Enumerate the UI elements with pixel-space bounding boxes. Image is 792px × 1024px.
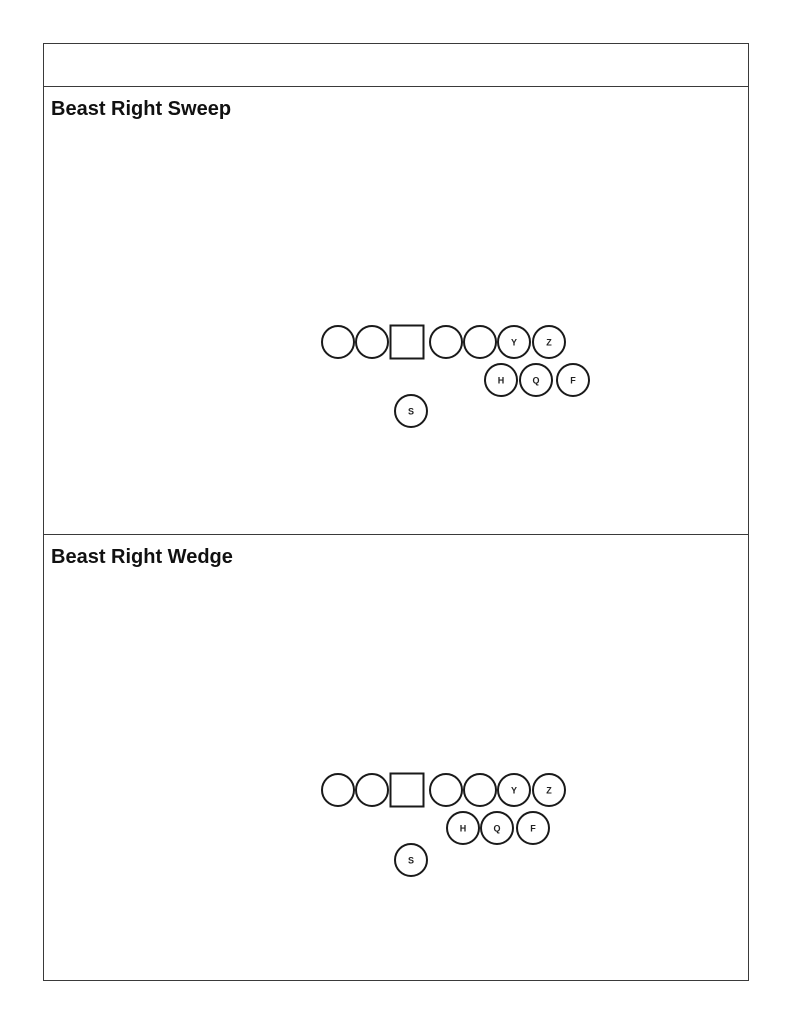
play-card-beast-right-sweep: Beast Right Sweep: [44, 87, 748, 535]
playbook-sheet: Beast Right Sweep Beast Right Wedge: [43, 43, 749, 981]
play-card-beast-right-wedge: Beast Right Wedge: [44, 535, 748, 980]
play-title: Beast Right Sweep: [51, 98, 232, 120]
sheet-header: [44, 44, 748, 87]
play-title: Beast Right Wedge: [51, 546, 233, 568]
